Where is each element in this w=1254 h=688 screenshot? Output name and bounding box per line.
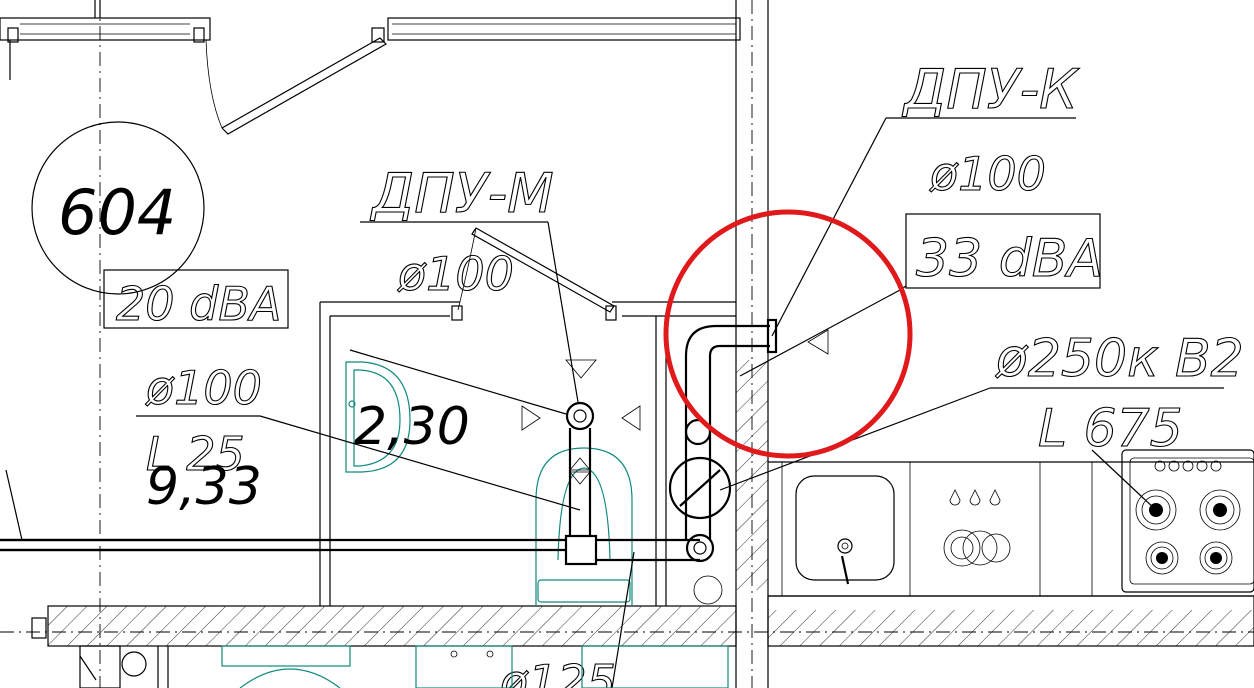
bathroom-sink-fixture [345, 361, 411, 473]
vertical-wall [735, 0, 769, 688]
bathroom-partitions [319, 227, 736, 606]
vertical-duct-dpu-m [565, 401, 595, 536]
room-number-circle [31, 121, 205, 295]
kitchen-sink-icon [795, 475, 895, 585]
burner-3 [1145, 541, 1179, 575]
burner-4 [1199, 541, 1233, 575]
lower-room-fixtures [79, 645, 729, 688]
bottom-diameter-label: ø125 [499, 655, 616, 688]
burner-2 [1199, 489, 1241, 531]
left-noise-label: 20 dBA [116, 277, 281, 331]
kitchen-counter [768, 461, 1254, 597]
stove-icon [1121, 449, 1254, 593]
left-diameter: ø100 [145, 361, 262, 415]
toilet-fixture [693, 575, 723, 605]
dpu-k-label: ДПУ-К [902, 58, 1080, 121]
duct-main-label: ø250к В2 [995, 329, 1244, 389]
flow-arrows [521, 329, 829, 431]
left-length: L 25 [146, 427, 245, 481]
highlight-circle [663, 209, 913, 459]
riser-duct [668, 318, 778, 563]
bathtub-fixture [535, 447, 633, 606]
room-height: 2,30 [354, 397, 470, 457]
dpu-k-noise: 33 dBA [916, 229, 1103, 289]
horizontal-duct [0, 534, 700, 566]
room-number: 604 [58, 176, 176, 249]
room-area: 9,33 [146, 457, 262, 517]
duct-length-label: L 675 [1038, 399, 1183, 459]
dishwasher-icon [943, 489, 1011, 567]
top-window-right [371, 17, 741, 43]
dpu-k-diameter: ø100 [929, 147, 1046, 201]
top-window-left [0, 17, 211, 43]
dpu-k-noise-box [905, 213, 1101, 289]
door-top [205, 37, 387, 135]
dpu-m-label: ДПУ-М [370, 162, 554, 225]
bottom-wall [0, 595, 1254, 647]
leader-lines [136, 117, 1224, 688]
dpu-m-diameter: ø100 [397, 247, 514, 301]
left-noise-box [103, 269, 289, 329]
stove-knobs [1154, 460, 1222, 472]
